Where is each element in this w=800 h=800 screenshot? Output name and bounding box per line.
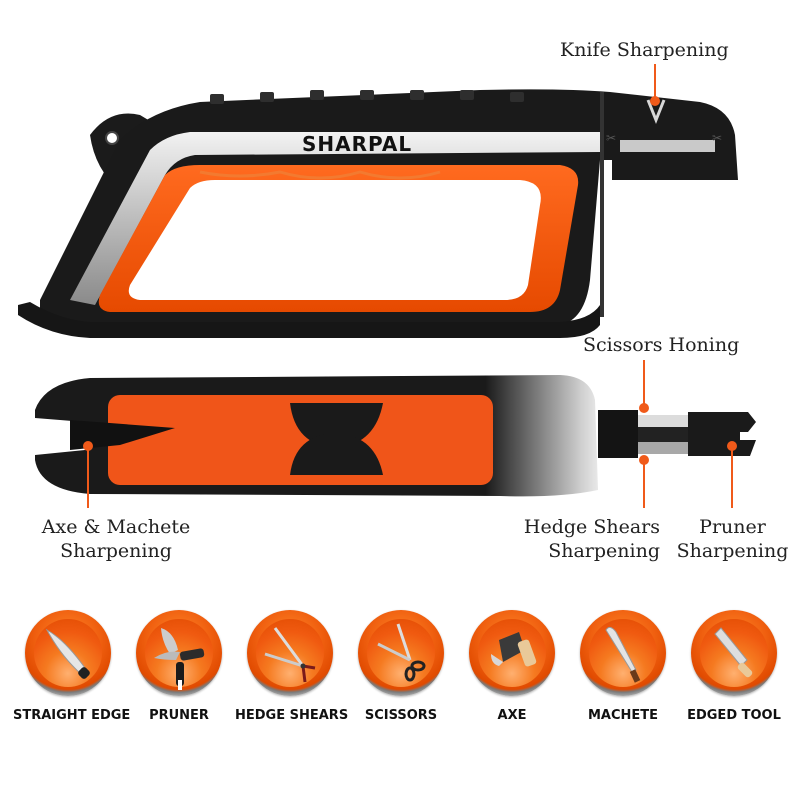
hedge-shears-icon — [264, 627, 316, 683]
tool-item-edged-tool: EDGED TOOL — [679, 610, 789, 723]
badge — [25, 610, 111, 696]
machete-icon — [605, 626, 641, 683]
callout-hedge-line2: Sharpening — [548, 540, 660, 562]
badge — [247, 610, 333, 696]
callout-hedge-line1: Hedge Shears — [523, 516, 660, 538]
badge — [691, 610, 777, 696]
axe-icon — [491, 632, 537, 667]
svg-text:✂: ✂ — [606, 131, 616, 145]
tool-label: SCISSORS — [364, 708, 438, 723]
callout-line-knife — [654, 64, 656, 100]
callout-dot-pruner — [727, 441, 737, 451]
sharpener-top-view — [0, 370, 800, 500]
tool-label: HEDGE SHEARS — [235, 708, 349, 723]
badge — [469, 610, 555, 696]
sharpener-side-view: ✂ ✂ SHARPAL — [0, 80, 800, 340]
callout-line-scissors — [643, 360, 645, 405]
badge — [358, 610, 444, 696]
tool-item-axe: AXE — [457, 610, 567, 723]
callout-scissors-honing: Scissors Honing — [583, 334, 740, 356]
tool-icon-row: STRAIGHT EDGE PRUNER HEDGE SHEARS — [0, 610, 800, 723]
callout-pruner-line1: Pruner — [699, 516, 766, 538]
tool-label: EDGED TOOL — [687, 708, 781, 723]
callout-dot-scissors — [639, 403, 649, 413]
callout-axe-line2: Sharpening — [60, 540, 172, 562]
tool-label: MACHETE — [587, 708, 659, 723]
knife-icon — [45, 628, 90, 679]
callout-knife-sharpening: Knife Sharpening — [560, 39, 729, 61]
tool-item-pruner: PRUNER — [124, 610, 234, 723]
callout-axe-line1: Axe & Machete — [41, 516, 191, 538]
pruner-icon — [154, 628, 205, 690]
callout-pruner: Pruner Sharpening — [670, 515, 795, 563]
callout-pruner-line2: Sharpening — [676, 540, 789, 562]
tool-item-scissors: SCISSORS — [346, 610, 456, 723]
brand-logo: SHARPAL — [302, 132, 413, 156]
callout-hedge-shears: Hedge Shears Sharpening — [515, 515, 660, 563]
tool-label: AXE — [497, 708, 527, 723]
callout-line-pruner — [731, 448, 733, 508]
badge — [580, 610, 666, 696]
badge — [136, 610, 222, 696]
scissors-icon — [377, 623, 426, 682]
chisel-icon — [714, 627, 753, 678]
tool-item-machete: MACHETE — [568, 610, 678, 723]
tool-label: PRUNER — [149, 708, 209, 723]
callout-dot-axe — [83, 441, 93, 451]
tool-item-straight-edge: STRAIGHT EDGE — [13, 610, 131, 723]
callout-dot-knife — [650, 96, 660, 106]
callout-line-hedge — [643, 462, 645, 508]
svg-text:✂: ✂ — [712, 131, 722, 145]
callout-axe-machete: Axe & Machete Sharpening — [26, 515, 206, 563]
tool-label: STRAIGHT EDGE — [13, 708, 131, 723]
callout-line-axe — [87, 448, 89, 508]
tool-item-hedge-shears: HEDGE SHEARS — [235, 610, 349, 723]
callout-dot-hedge — [639, 455, 649, 465]
